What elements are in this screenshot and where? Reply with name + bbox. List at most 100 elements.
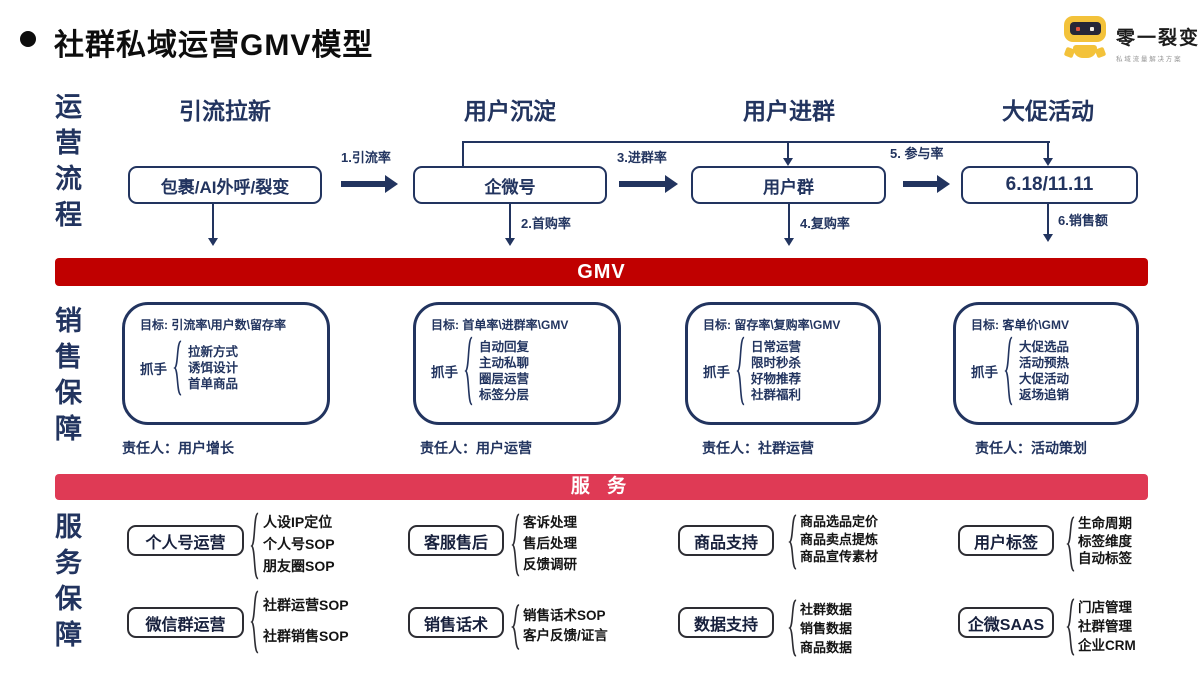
- owner-user-operation: 责任人：用户运营: [420, 440, 532, 456]
- brace-icon: [464, 336, 473, 406]
- service-item: 商品选品定价: [800, 514, 879, 529]
- side-label-service-guarantee: 服务保障: [51, 512, 81, 656]
- down-arrow-package-icon: [212, 204, 214, 238]
- card-goal: 目标: 留存率\复购率\GMV: [703, 318, 841, 332]
- service-list-personal-account: 人设IP定位 个人号SOP 朋友圈SOP: [263, 511, 335, 577]
- flow-box-user-group: 用户群: [691, 166, 886, 204]
- service-item: 社群数据: [800, 602, 853, 617]
- arrow-label-3: 3.进群率: [617, 150, 667, 165]
- flow-box-promo-dates: 6.18/11.11: [961, 166, 1138, 204]
- service-item: 人设IP定位: [263, 514, 333, 530]
- service-item: 企业CRM: [1078, 638, 1136, 653]
- stage-header-promotion: 大促活动: [1002, 98, 1094, 124]
- flow-box-wecom-account: 企微号: [413, 166, 607, 204]
- owner-community-operation: 责任人：社群运营: [702, 440, 814, 456]
- service-box-product-support: 商品支持: [678, 525, 774, 556]
- brace-icon: [1004, 336, 1013, 406]
- brace-icon: [788, 514, 797, 570]
- side-label-operation-flow: 运营流程: [51, 92, 81, 236]
- service-list-product-support: 商品选品定价 商品卖点提炼 商品宣传素材: [800, 513, 878, 566]
- flow-box-package: 包裹/AI外呼/裂变: [128, 166, 322, 204]
- service-item: 个人号SOP: [263, 536, 335, 552]
- service-box-personal-account: 个人号运营: [127, 525, 244, 556]
- brace-icon: [511, 513, 520, 577]
- connector-top-line: [462, 141, 1050, 143]
- handle-item: 首单商品: [188, 377, 239, 391]
- service-item: 商品数据: [800, 640, 853, 655]
- service-item: 商品卖点提炼: [800, 531, 879, 547]
- handle-item: 限时秒杀: [751, 356, 802, 370]
- service-box-sales-script: 销售话术: [408, 607, 504, 638]
- brace-icon: [511, 604, 520, 650]
- handle-list: 拉新方式 诱饵设计 首单商品: [188, 344, 238, 392]
- service-item: 反馈调研: [523, 557, 577, 572]
- service-item: 社群销售SOP: [263, 628, 349, 644]
- owner-event-planning: 责任人：活动策划: [975, 440, 1087, 456]
- handle-item: 活动预热: [1019, 356, 1070, 370]
- service-list-wecom-saas: 门店管理 社群管理 企业CRM: [1078, 598, 1136, 655]
- stage-header-join-group: 用户进群: [743, 98, 835, 124]
- brace-icon: [788, 599, 797, 657]
- sales-card-promotion: 目标: 客单价\GMV 抓手 大促选品 活动预热 大促活动 返场追销: [953, 302, 1139, 425]
- service-list-aftersales: 客诉处理 售后处理 反馈调研: [523, 512, 577, 575]
- brand-name: 零一裂变: [1116, 28, 1200, 49]
- service-item: 生命周期: [1078, 516, 1132, 531]
- service-box-user-tags: 用户标签: [958, 525, 1054, 556]
- sales-card-sedimentation: 目标: 首单率\进群率\GMV 抓手 自动回复 主动私聊 圈层运营 标签分层: [413, 302, 621, 425]
- down-arrow-wecom-icon: [509, 204, 511, 238]
- handle-item: 大促选品: [1019, 340, 1070, 354]
- service-item: 售后处理: [523, 536, 577, 551]
- side-label-sales-guarantee: 销售保障: [51, 306, 81, 450]
- arrow-label-1: 1.引流率: [341, 150, 391, 165]
- stage-header-sedimentation: 用户沉淀: [464, 98, 556, 124]
- service-list-data-support: 社群数据 销售数据 商品数据: [800, 600, 852, 657]
- page-title: 社群私域运营GMV模型: [54, 29, 374, 62]
- arrow-right-1-icon: [341, 181, 385, 187]
- handle-item: 日常运营: [751, 340, 802, 354]
- arrow-label-4: 4.复购率: [800, 216, 850, 231]
- service-item: 自动标签: [1078, 551, 1132, 566]
- connector-rise-line: [462, 141, 464, 167]
- handle-item: 返场追销: [1019, 388, 1070, 402]
- handle-item: 诱饵设计: [188, 361, 239, 375]
- service-box-aftersales: 客服售后: [408, 525, 504, 556]
- brace-icon: [250, 590, 259, 654]
- title-bullet-icon: [20, 31, 36, 47]
- handle-item: 大促活动: [1019, 372, 1070, 386]
- arrow-label-6: 6.销售额: [1058, 213, 1108, 228]
- service-item: 客诉处理: [523, 515, 577, 530]
- card-goal: 目标: 引流率\用户数\留存率: [140, 318, 286, 332]
- connector-drop-arrow-promo: [1047, 141, 1049, 158]
- brand-logo: 零一裂变 私域流量解决方案: [1062, 15, 1200, 63]
- handle-item: 标签分层: [479, 388, 530, 402]
- service-band: 服 务: [55, 474, 1148, 500]
- down-arrow-promo-icon: [1047, 204, 1049, 234]
- arrow-right-3-icon: [619, 181, 665, 187]
- arrow-label-5: 5. 参与率: [890, 146, 944, 161]
- service-list-wechat-group: 社群运营SOP 社群销售SOP: [263, 590, 349, 652]
- service-item: 商品宣传素材: [800, 549, 879, 564]
- card-goal: 目标: 客单价\GMV: [971, 318, 1069, 332]
- service-item: 销售数据: [800, 621, 853, 636]
- handle-label: 抓手: [703, 365, 730, 380]
- service-list-sales-script: 销售话术SOP 客户反馈/证言: [523, 606, 608, 646]
- brace-icon: [1066, 598, 1075, 656]
- brand-tagline: 私域流量解决方案: [1116, 56, 1183, 63]
- service-item: 社群管理: [1078, 619, 1132, 634]
- stage-header-acquisition: 引流拉新: [179, 98, 271, 124]
- sales-card-group: 目标: 留存率\复购率\GMV 抓手 日常运营 限时秒杀 好物推荐 社群福利: [685, 302, 881, 425]
- service-item: 朋友圈SOP: [263, 558, 335, 574]
- handle-item: 圈层运营: [479, 372, 530, 386]
- service-list-user-tags: 生命周期 标签维度 自动标签: [1078, 515, 1132, 568]
- handle-list: 自动回复 主动私聊 圈层运营 标签分层: [479, 339, 529, 403]
- down-arrow-usergroup-icon: [788, 204, 790, 238]
- handle-list: 大促选品 活动预热 大促活动 返场追销: [1019, 339, 1069, 403]
- service-item: 社群运营SOP: [263, 597, 349, 613]
- handle-label: 抓手: [971, 365, 998, 380]
- brace-icon: [250, 512, 259, 580]
- service-item: 销售话术SOP: [523, 608, 606, 623]
- handle-item: 社群福利: [751, 388, 802, 402]
- service-box-wecom-saas: 企微SAAS: [958, 607, 1054, 638]
- robot-logo-icon: [1062, 15, 1108, 61]
- service-item: 标签维度: [1078, 533, 1132, 549]
